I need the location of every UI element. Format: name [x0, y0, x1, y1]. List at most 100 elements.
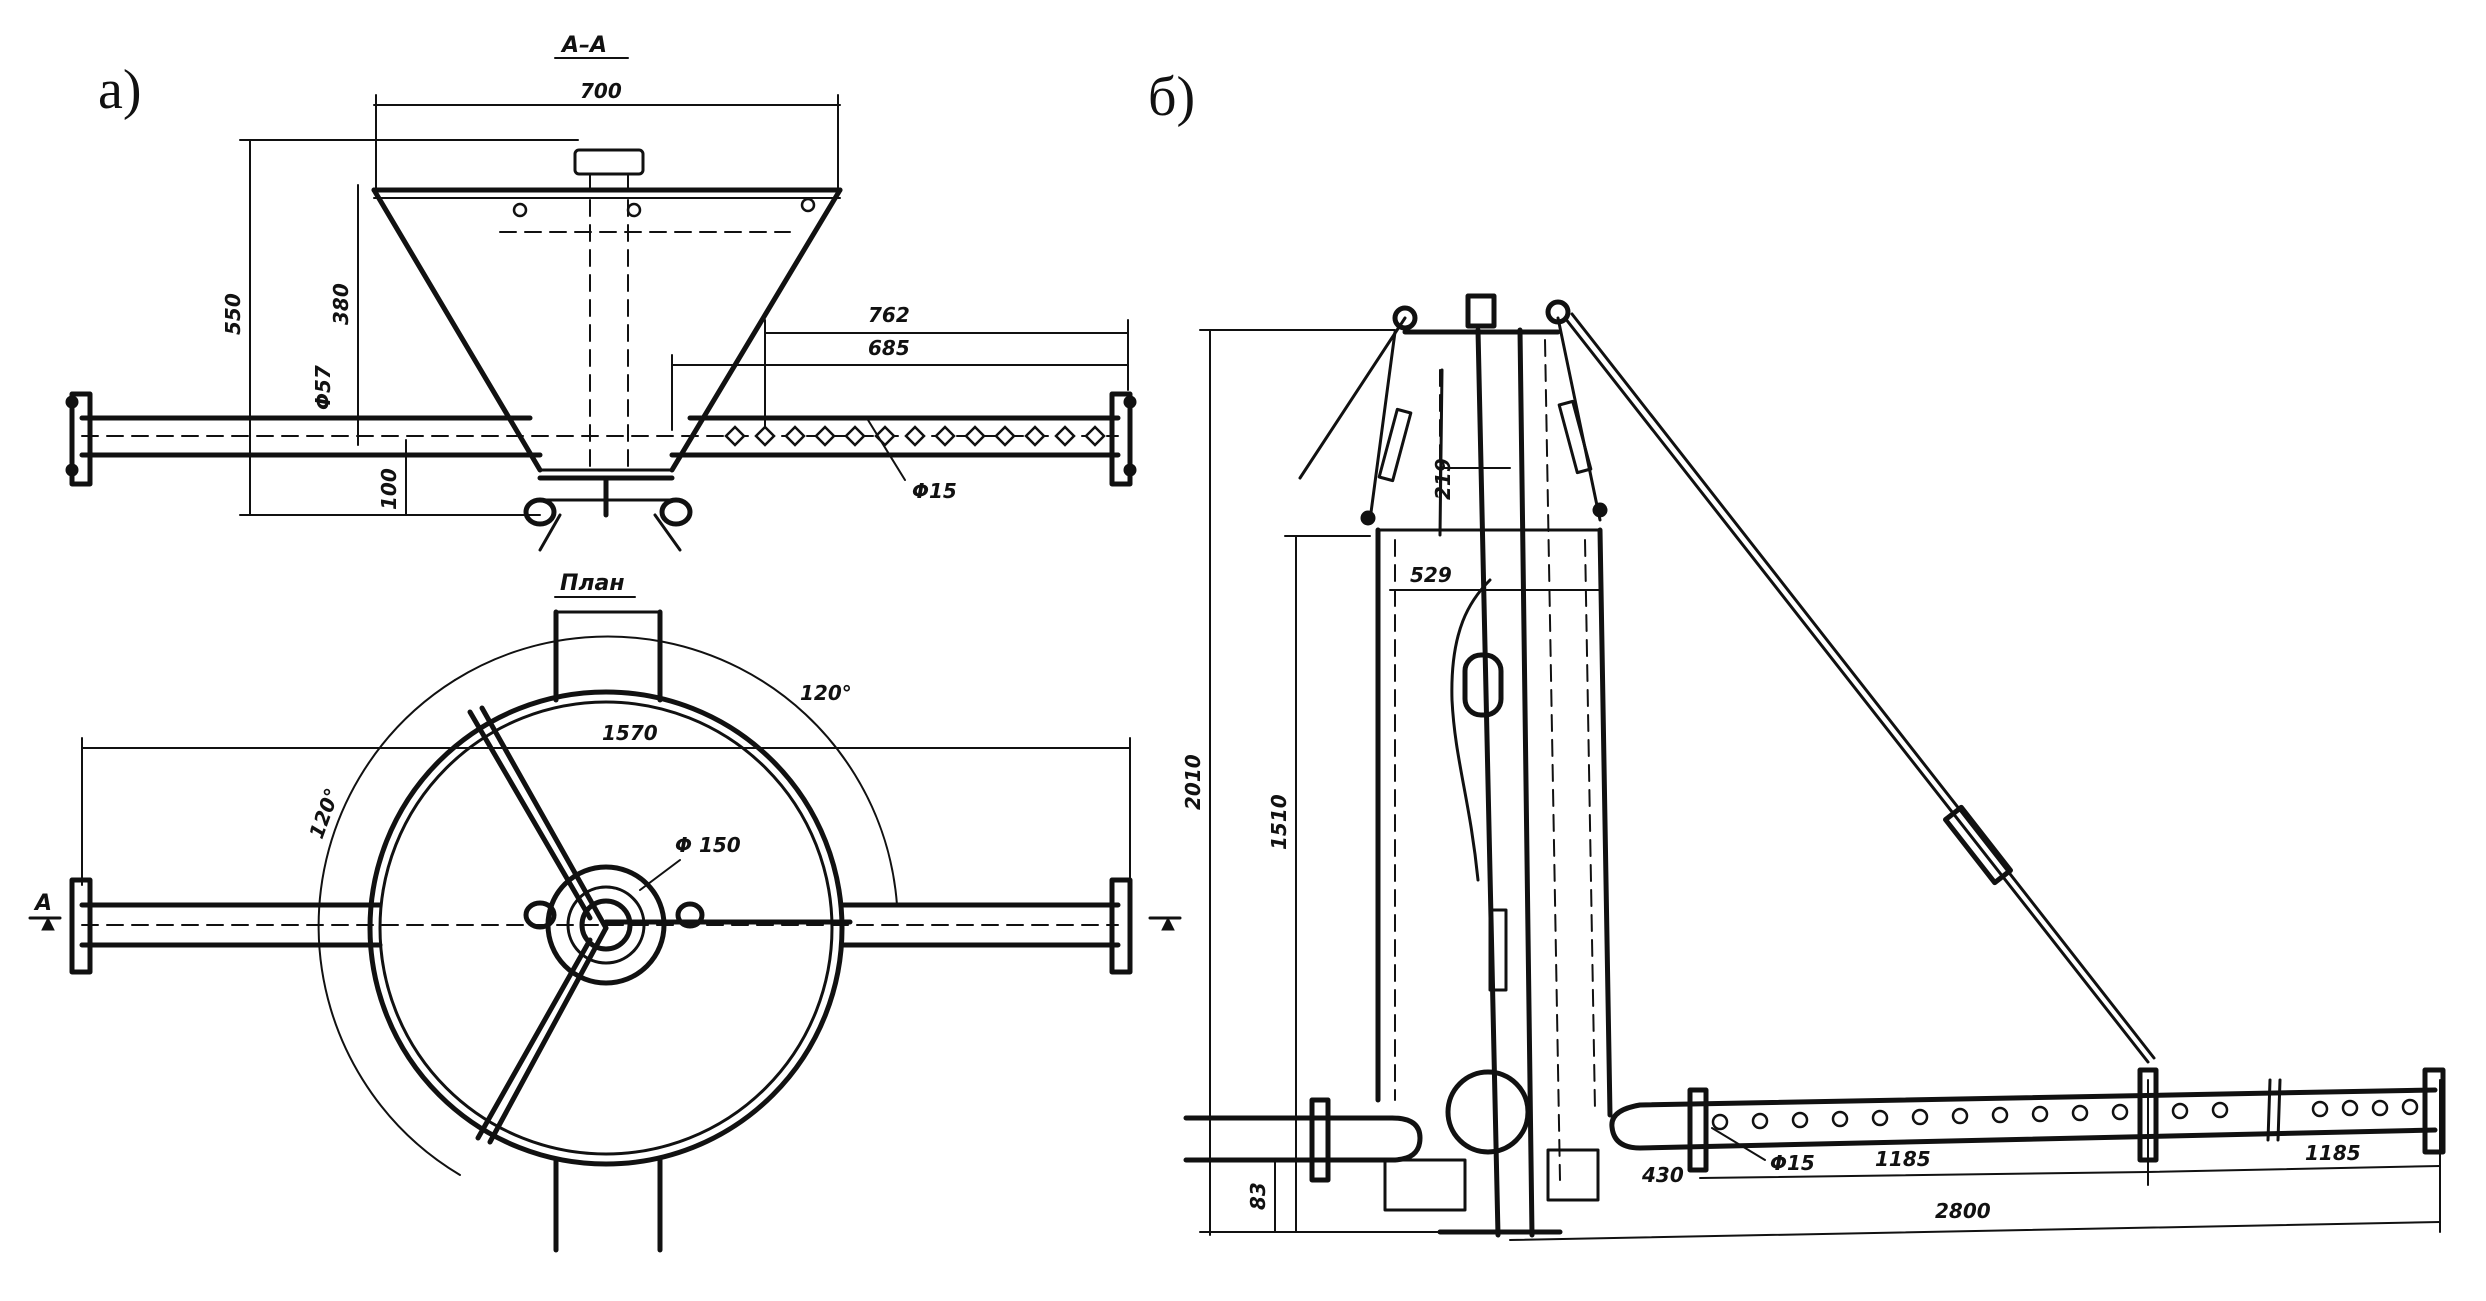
- dim-700: 700: [580, 79, 622, 103]
- b-pipe-flange-left: [1309, 1097, 1331, 1183]
- section-arrow-left: [41, 916, 55, 931]
- tank-lug: [1592, 502, 1608, 518]
- plan-view: План 120° 120° 1570: [28, 571, 1182, 1253]
- dim-phi15-b: Φ15: [1770, 1151, 1815, 1175]
- tank-right-inner: [1584, 539, 1596, 1111]
- plan-flange-right: [1109, 877, 1133, 975]
- dim-1185b: 1185: [2305, 1141, 2361, 1165]
- base-disc: [1445, 1069, 1531, 1155]
- dim-1510: 1510: [1267, 794, 1291, 850]
- dim-phi15-a: Φ15: [912, 479, 957, 503]
- tank-outer-circle: [367, 689, 845, 1167]
- tank-inner-circle: [378, 700, 834, 1156]
- pipe-break: [2266, 1078, 2272, 1142]
- hub-lug-left: [523, 900, 557, 930]
- dim-2800: 2800: [1935, 1199, 1991, 1223]
- plan-title: План: [560, 571, 625, 596]
- dim-550: 550: [221, 293, 245, 335]
- bolt-hole: [800, 197, 816, 213]
- flange-bolt: [1123, 463, 1137, 477]
- center-hub-middle: [566, 885, 646, 965]
- leader-phi15-b: [1711, 1127, 1766, 1161]
- section-arrow-right: [1161, 916, 1175, 931]
- angle-120-upper: 120°: [800, 681, 852, 705]
- turnbuckle-right: [1557, 399, 1593, 475]
- dim-2010: 2010: [1181, 754, 1205, 810]
- perforation-holes-a: [724, 425, 1106, 447]
- center-hub-inner: [579, 898, 633, 952]
- turnbuckle-left: [1377, 407, 1413, 483]
- dim-430: 430: [1641, 1163, 1684, 1187]
- b-pipe-flange-mid: [1687, 1087, 1709, 1173]
- hub-leg: [538, 513, 562, 552]
- hub-leg: [653, 513, 682, 552]
- angle-120-left: 120°: [304, 785, 344, 842]
- dim-line-2800: [1509, 1221, 2441, 1241]
- bolt-hole: [512, 202, 528, 218]
- tank-right-wall: [1597, 527, 1613, 1118]
- section-a-a-view: а) А–А 700 550 380 Φ57 100: [65, 33, 1137, 552]
- panel-label-b: б): [1148, 66, 1195, 128]
- central-column-right: [1517, 327, 1535, 1238]
- leader-phi15: [867, 419, 906, 481]
- b-pipe-right-top: [1637, 1087, 2438, 1108]
- tank-lug: [1360, 510, 1376, 526]
- dim-762: 762: [868, 303, 910, 327]
- guy-wire-parallel: [1570, 312, 2156, 1060]
- b-pipe-right-bottom: [1637, 1127, 2438, 1151]
- dim-phi57: Φ57: [311, 365, 335, 410]
- arm-lower-left: [487, 925, 609, 1145]
- guy-wire: [1563, 316, 2150, 1064]
- dim-529: 529: [1410, 563, 1452, 587]
- pipe-flange-right: [1109, 391, 1133, 487]
- leader-phi150: [639, 859, 681, 891]
- funnel-right-side: [669, 187, 843, 473]
- base-collar: [1546, 1148, 1600, 1202]
- flange-bolt: [65, 463, 79, 477]
- tripod-top-head: [1465, 293, 1497, 329]
- pipe-break: [2276, 1078, 2282, 1142]
- bolt-hole: [626, 202, 642, 218]
- panel-label-a: а): [98, 59, 142, 121]
- dim-83: 83: [1246, 1182, 1270, 1210]
- dim-phi150: Φ 150: [675, 833, 741, 857]
- column-hidden: [1544, 339, 1561, 1181]
- plan-flange-left: [69, 877, 93, 975]
- column-clamp: [1488, 908, 1508, 992]
- dim-line-1185b: [2147, 1165, 2441, 1173]
- inspection-hatch: [1462, 652, 1504, 718]
- hub-wheel-left: [523, 497, 557, 527]
- dim-line-1185a: [1699, 1171, 2149, 1179]
- section-marker-left: А: [33, 891, 52, 916]
- arm-upper-left: [479, 705, 609, 931]
- funnel-left-side: [371, 187, 543, 473]
- flange-bolt: [1123, 395, 1137, 409]
- tripod-top-left-ring: [1392, 305, 1418, 331]
- perforation-holes-b: [1711, 1098, 2419, 1131]
- dim-685: 685: [868, 336, 910, 360]
- dim-1185a: 1185: [1875, 1147, 1931, 1171]
- arm-lower-left-edge: [475, 937, 593, 1141]
- angle-arc-left: [317, 679, 461, 1176]
- b-pipe-left-elbow: [1389, 1115, 1423, 1163]
- dim-100: 100: [377, 468, 401, 510]
- b-pipe-flange-end: [2422, 1067, 2446, 1155]
- dim-219: 219: [1431, 458, 1455, 500]
- flange-bolt: [65, 395, 79, 409]
- section-a-a-title: А–А: [560, 33, 607, 58]
- tripod-left-leg: [1298, 316, 1407, 480]
- stem-top-flange: [573, 148, 645, 176]
- b-pipe-right-elbow: [1609, 1102, 1643, 1151]
- hub-lug-right: [675, 901, 705, 929]
- base-box: [1383, 1158, 1467, 1212]
- dim-1570: 1570: [602, 721, 658, 745]
- inner-baffle: [1450, 578, 1492, 882]
- column-stub: [1438, 368, 1444, 537]
- tripod-left-rod: [1368, 330, 1397, 522]
- central-column-left: [1475, 327, 1501, 1238]
- side-view-b: б) 2010 1510: [1148, 66, 2446, 1241]
- guy-turnbuckle: [1942, 804, 2014, 886]
- tripod-right-rod: [1556, 316, 1602, 522]
- dim-380: 380: [329, 283, 353, 325]
